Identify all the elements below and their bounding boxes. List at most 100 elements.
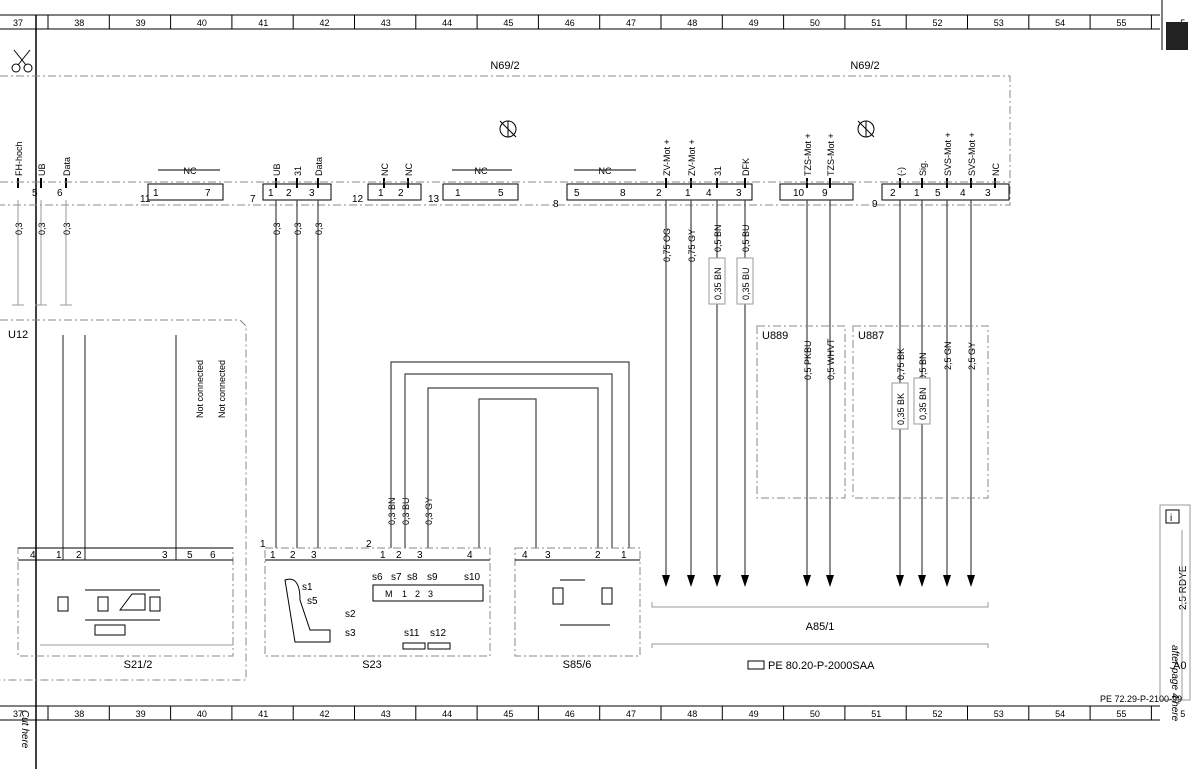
- pin-label: NC: [380, 163, 390, 176]
- svg-text:s6: s6: [372, 572, 383, 583]
- wire-gauge-label: 0,3: [293, 222, 303, 235]
- ruler-number: 48: [687, 709, 697, 719]
- wire-gauge-label: 0,5 BN: [918, 352, 928, 380]
- svg-text:s5: s5: [307, 596, 318, 607]
- wire-gauge-label: 2,5 GY: [967, 342, 977, 370]
- ruler-number: 41: [258, 18, 268, 28]
- svg-text:M: M: [385, 589, 393, 599]
- svg-text:1: 1: [153, 188, 159, 199]
- n69-module-outline: [0, 75, 1011, 206]
- ruler-number: 50: [810, 18, 820, 28]
- wire-gauge-label: 0,75 BK: [896, 348, 906, 380]
- u889-module-outline: [756, 325, 846, 499]
- svg-text:7: 7: [250, 194, 256, 205]
- svg-text:1: 1: [455, 188, 461, 199]
- ruler-number: 40: [197, 709, 207, 719]
- svg-text:S21/2: S21/2: [124, 659, 153, 671]
- wire-gauge-label: 0,3: [272, 222, 282, 235]
- ruler-number: 47: [626, 18, 636, 28]
- svg-text:2: 2: [366, 539, 372, 550]
- svg-text:9: 9: [872, 199, 878, 210]
- wire-gauge-label: 2,5 GN: [943, 341, 953, 370]
- ruler-number: 51: [871, 709, 881, 719]
- arrowheads: [662, 575, 975, 587]
- ground-symbol-icon: [499, 120, 517, 138]
- pin-label: NC: [991, 163, 1001, 176]
- svg-text:3: 3: [309, 188, 315, 199]
- svg-text:7: 7: [205, 188, 211, 199]
- ruler-number: 45: [503, 709, 513, 719]
- arrow-icon: [713, 575, 721, 587]
- ruler-number: 46: [565, 709, 575, 719]
- bottom-ruler: [0, 705, 1160, 721]
- svg-text:5: 5: [498, 188, 504, 199]
- wire-gauge-label: 0,3: [14, 222, 24, 235]
- svg-text:1: 1: [621, 550, 627, 561]
- svg-text:6: 6: [57, 188, 63, 199]
- svg-text:5: 5: [935, 188, 941, 199]
- arrow-icon: [943, 575, 951, 587]
- right-sidebar: i 2,5 RDYE A0 PE 72.29-P-2100-99 after p…: [1100, 504, 1191, 722]
- n69-label-left: N69/2: [490, 60, 519, 72]
- pin-label: NC: [404, 163, 414, 176]
- wire-gauge-label: 0,35 BN: [713, 267, 723, 300]
- svg-text:3: 3: [417, 550, 423, 561]
- wire-gauge-label: 0,5 PKBU: [803, 340, 813, 380]
- svg-text:2: 2: [595, 550, 601, 561]
- wire-gauge-label: 0,3 BU: [401, 497, 411, 525]
- wire-gauge-label: 0,3: [37, 222, 47, 235]
- ruler-number: 53: [994, 18, 1004, 28]
- scissors-icon: [11, 49, 33, 73]
- svg-text:3: 3: [545, 550, 551, 561]
- pin-label: ZV-Mot +: [687, 139, 697, 176]
- svg-text:1: 1: [685, 188, 691, 199]
- wire-gauge-label: 0,3: [314, 222, 324, 235]
- u12-label: U12: [8, 329, 28, 341]
- svg-text:1: 1: [270, 550, 276, 561]
- u887-module-outline: [852, 325, 989, 499]
- connector-9: 9 2 1 5 4 3: [872, 183, 1010, 210]
- ruler-number: 38: [74, 18, 84, 28]
- wire-gauge-label: 0,5 WHVT: [826, 338, 836, 380]
- connector-8: 8 5 8 NC 2 1 4 3: [553, 166, 753, 210]
- svg-text:13: 13: [428, 194, 440, 205]
- pin-label: 31: [293, 166, 303, 176]
- pin-label: DFK: [741, 158, 751, 176]
- svg-text:4: 4: [960, 188, 966, 199]
- svg-text:s1: s1: [302, 582, 313, 593]
- ruler-number: 41: [258, 709, 268, 719]
- a85-reference: PE 80.20-P-2000SAA: [768, 660, 875, 672]
- svg-text:s10: s10: [464, 572, 481, 583]
- arrow-icon: [826, 575, 834, 587]
- svg-text:2,5 RDYE: 2,5 RDYE: [1178, 565, 1189, 610]
- svg-text:2: 2: [398, 188, 404, 199]
- svg-text:NC: NC: [475, 166, 488, 176]
- pin-label: 31: [713, 166, 723, 176]
- svg-text:1: 1: [402, 589, 407, 599]
- svg-text:8: 8: [620, 188, 626, 199]
- ruler-number: 49: [749, 709, 759, 719]
- left-pin-numbers: 5 6: [32, 188, 63, 199]
- pin-label: TZS-Mot +: [826, 133, 836, 176]
- ruler-number: 48: [687, 18, 697, 28]
- ruler-number: 39: [136, 18, 146, 28]
- svg-text:1: 1: [268, 188, 274, 199]
- ruler-number: 5: [1180, 709, 1185, 719]
- ruler-number: 55: [1116, 18, 1126, 28]
- s21-switch: 4 1 2 3 5 6 S21/2: [17, 547, 234, 671]
- ruler-number: 47: [626, 709, 636, 719]
- svg-text:6: 6: [210, 550, 216, 561]
- svg-text:4: 4: [522, 550, 528, 561]
- svg-text:1: 1: [260, 539, 266, 550]
- seat-icon: [284, 578, 331, 643]
- svg-text:3: 3: [162, 550, 168, 561]
- svg-text:10: 10: [793, 188, 805, 199]
- ruler-number: 40: [197, 18, 207, 28]
- top-ruler: [0, 14, 1160, 30]
- wire-gauge-label: 0,75 OG: [662, 228, 672, 262]
- n69-label-right: N69/2: [850, 60, 879, 72]
- arrow-icon: [967, 575, 975, 587]
